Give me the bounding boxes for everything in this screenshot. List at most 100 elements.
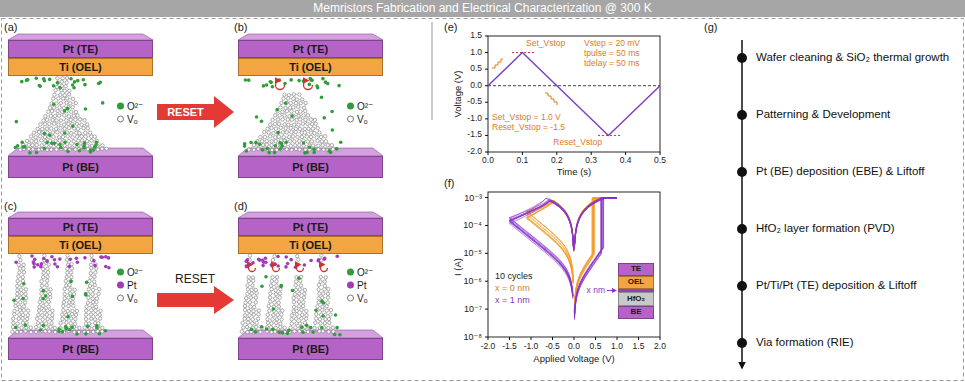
oxygen-ions xyxy=(14,140,99,154)
step-label: Patterning & Development xyxy=(756,108,890,121)
axis-title: Time (s) xyxy=(557,167,591,178)
oxygen-vacancies xyxy=(19,76,109,151)
tick-label: 0.3 xyxy=(585,156,597,166)
tick-label: -0.5 xyxy=(467,97,482,107)
layer-label: Pt (TE) xyxy=(293,43,328,55)
tick-label: 1.5 xyxy=(633,342,645,352)
tick-label: -2.0 xyxy=(467,147,482,157)
axis-title: I (A) xyxy=(453,258,464,276)
legend-item: Vₒ xyxy=(117,114,137,125)
oxygen-exchange-layer: Ti (OEL) xyxy=(8,58,153,76)
tick-label: 0.1 xyxy=(516,156,528,166)
electrode-layer: Pt (TE) xyxy=(238,40,383,58)
device-stack xyxy=(238,212,383,338)
electrode-layer: Pt (BE) xyxy=(238,338,383,360)
oxygen-exchange-layer: Ti (OEL) xyxy=(238,236,383,254)
legend-item: Vₒ xyxy=(347,114,367,125)
legend-text: Vₒ xyxy=(127,114,137,125)
open-circle-symbol xyxy=(117,295,124,302)
annotation: x nm xyxy=(587,286,605,296)
legend-text: O²⁻ xyxy=(357,267,373,278)
tick-label: 0.4 xyxy=(620,156,632,166)
electrode-layer: Pt (BE) xyxy=(8,156,153,178)
legend-item: O²⁻ xyxy=(117,267,143,278)
legend-item: Pt xyxy=(347,280,366,291)
filament-lattice xyxy=(242,256,262,333)
layer-label: HfO₂ xyxy=(627,295,645,304)
reset-rotation-arrow xyxy=(249,265,256,272)
layer-label: Pt (TE) xyxy=(293,221,328,233)
voltage-waveform-plot xyxy=(485,36,660,155)
legend-item: O²⁻ xyxy=(347,101,373,112)
tick-label: 1.0 xyxy=(470,48,482,58)
figure-title: Memristors Fabrication and Electrical Ch… xyxy=(313,2,651,16)
reset-label: RESET xyxy=(167,106,204,119)
legend-item: Pt xyxy=(117,280,136,291)
reset-rotation-arrow xyxy=(276,81,285,90)
tick-label: 10⁻⁷ xyxy=(464,304,482,314)
tick-label: -0.5 xyxy=(545,342,560,352)
step-label: Via formation (RIE) xyxy=(756,336,854,349)
device-stack xyxy=(8,34,153,156)
legend-text: O²⁻ xyxy=(357,101,373,112)
open-circle-symbol xyxy=(347,295,354,302)
legend-text: O²⁻ xyxy=(127,101,143,112)
electrode-top-face xyxy=(8,148,153,156)
annotation: x = 0 nm xyxy=(495,283,530,293)
tick-label: 0.5 xyxy=(590,342,602,352)
open-circle-symbol xyxy=(117,116,124,123)
electrode-layer: Pt (BE) xyxy=(238,156,383,178)
legend-item: Vₒ xyxy=(347,293,367,304)
oxygen-ions xyxy=(243,140,343,154)
tick-label: 0.5 xyxy=(654,156,666,166)
legend-text: Pt xyxy=(357,280,366,291)
legend-swatch xyxy=(117,282,124,289)
legend-swatch xyxy=(347,103,354,110)
layer-label: Pt (BE) xyxy=(62,161,99,173)
panel-label: (f) xyxy=(444,177,454,190)
tick-label: -2.0 xyxy=(481,342,496,352)
panel-label: (c) xyxy=(4,200,17,213)
reset-rotation-arrow xyxy=(304,81,313,90)
divider-line xyxy=(432,22,433,120)
legend-text: Pt xyxy=(127,280,136,291)
tick-label: -1.0 xyxy=(524,342,539,352)
tick-label: 1.5 xyxy=(470,31,482,41)
electrode-layer: Pt (TE) xyxy=(8,40,153,58)
iv-cycles xyxy=(527,198,604,316)
tick-label: 2.0 xyxy=(654,342,666,352)
panel-label: (g) xyxy=(704,21,717,34)
axis-title: Applied Voltage (V) xyxy=(533,354,614,365)
tick-label: 0.0 xyxy=(470,81,482,91)
reset-rotation-arrow xyxy=(321,265,328,272)
oxygen-ions xyxy=(255,96,334,135)
tick-label: 0.2 xyxy=(551,156,563,166)
oxygen-vacancies xyxy=(34,254,57,334)
layer-label: Pt (BE) xyxy=(62,343,99,355)
oxygen-vacancies xyxy=(265,255,286,334)
oxygen-ions xyxy=(250,324,342,337)
tick-label: 10⁻⁸ xyxy=(463,332,482,342)
electrode-top-face xyxy=(8,330,153,338)
oxygen-ions xyxy=(15,101,105,137)
tick-label: 10⁻³ xyxy=(464,192,482,202)
annotation: Reset_Vstop xyxy=(553,138,602,148)
electrode-layer: Pt (TE) xyxy=(238,218,383,236)
axis-title: Voltage (V) xyxy=(453,71,464,118)
electrode-top-face xyxy=(238,148,383,156)
stack-layer: OEL xyxy=(618,276,654,289)
oxygen-ions xyxy=(20,76,102,89)
filament-lattice xyxy=(267,256,285,332)
layer-label: Pt (BE) xyxy=(292,343,329,355)
title-band xyxy=(0,0,965,17)
step-label: Wafer cleaning & SiO₂ thermal growth xyxy=(756,51,949,64)
legend-text: Vₒ xyxy=(127,293,137,304)
layer-label: BE xyxy=(630,308,641,317)
tick-label: 1.0 xyxy=(611,342,623,352)
legend-item: O²⁻ xyxy=(117,101,143,112)
panel-label: (a) xyxy=(4,21,17,34)
filament-lattice xyxy=(36,256,55,333)
oxygen-exchange-layer: Ti (OEL) xyxy=(8,236,153,254)
electrode-top-face xyxy=(238,330,383,338)
